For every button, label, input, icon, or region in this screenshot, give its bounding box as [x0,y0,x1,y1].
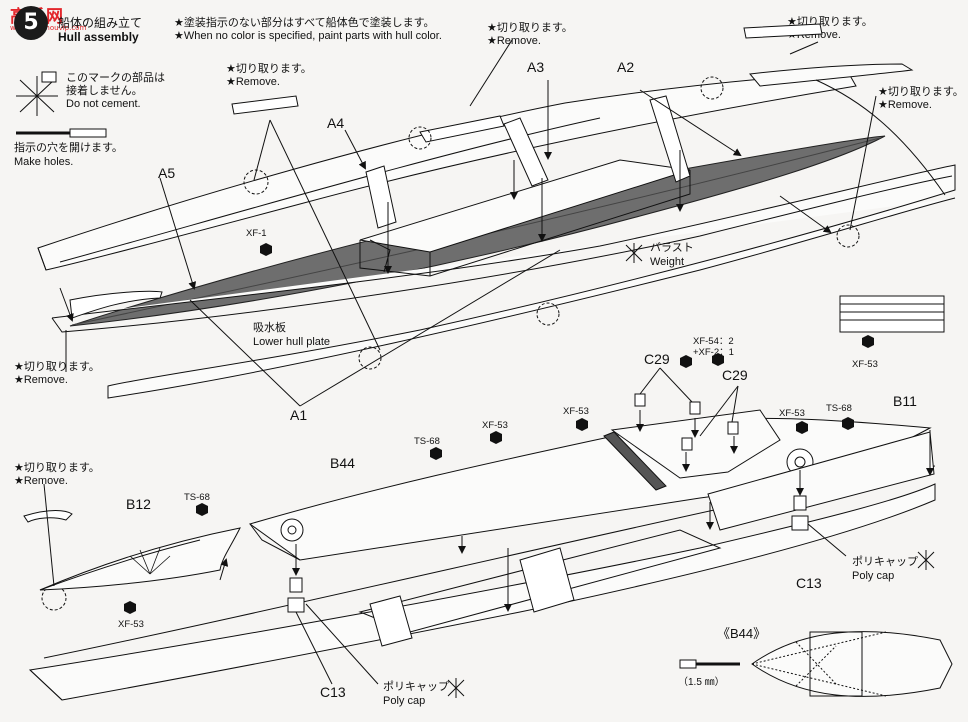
lower-hull-label-en: Lower hull plate [253,336,331,348]
paint-label-xf53: XF-53 [482,420,508,431]
paint-label-ts68: TS-68 [414,436,440,447]
paint-label-xf53: XF-53 [852,359,878,370]
part-label-b11: B11 [893,393,917,409]
paint-label-ts68: TS-68 [184,492,210,503]
remove-note-en: ★Remove. [14,475,68,487]
paint-note-jp: ★塗装指示のない部分はすべて船体色で塗装します。 [174,17,435,29]
part-label-c29: C29 [644,351,670,367]
hull-half-a1 [51,164,956,399]
part-label-a5: A5 [158,165,176,181]
watermark-url: www.gaoshouvip.com [10,24,87,32]
weight-label-en: Weight [650,256,685,268]
polycap-label-jp: ポリキャップ [383,681,449,693]
hull-half-a5 [37,71,857,271]
bow-deck-b12 [39,527,241,591]
paint-label-xf53: XF-53 [779,408,805,419]
no-cement-mark-icon [447,243,935,698]
polycap-label-en: Poly cap [383,695,426,707]
paint-label-ts68: TS-68 [826,403,852,414]
polycap-label-jp: ポリキャップ [852,556,918,568]
remove-note-jp: ★切り取ります。 [14,462,100,474]
part-label-c13: C13 [320,684,346,700]
paint-note-en: ★When no color is specified, paint parts… [174,30,442,42]
part-label-c29: C29 [722,367,748,383]
weight-label-jp: バラスト [650,242,694,254]
polycap-label-en: Poly cap [852,570,895,582]
no-cement-note-jp-2: 接着しません。 [66,85,143,97]
paint-mix-2: +XF-2：1 [693,347,734,358]
remove-note-en: ★Remove. [878,99,932,111]
no-cement-icon [16,71,58,116]
no-cement-note-jp-1: このマークの部品は [66,72,165,84]
paint-label-xf53: XF-53 [563,406,589,417]
remove-note-jp: ★切り取ります。 [14,361,100,373]
part-label-a4: A4 [327,115,345,131]
paint-mix-1: XF-54：2 [693,336,734,347]
part-label-a1: A1 [290,407,308,423]
part-label-b12: B12 [126,496,151,512]
step-number-badge [14,6,48,40]
section-title-en: Hull assembly [58,30,139,44]
drill-size-label: （1.5 ㎜） [678,677,725,688]
main-deck-b44 [248,417,932,561]
part-label-c13: C13 [796,575,822,591]
remove-note-en: ★Remove. [487,35,541,47]
make-holes-note-jp: 指示の穴を開けます。 [14,142,123,154]
part-label-a3: A3 [527,59,545,75]
no-cement-note-en: Do not cement. [66,98,141,110]
part-label-a2: A2 [617,59,635,75]
remove-note-en: ★Remove. [226,76,280,88]
b44-inset-drawing [751,631,953,697]
b44-inset-label: 《B44》 [717,626,767,641]
section-title-jp: 船体の組み立て [58,16,143,30]
remove-note-jp: ★切り取ります。 [487,22,573,34]
part-label-b44: B44 [330,455,355,471]
remove-note-jp: ★切り取ります。 [226,63,312,75]
paint-label-xf53: XF-53 [118,619,144,630]
drill-icon [16,128,107,138]
remove-note-en: ★Remove. [14,374,68,386]
step-number: 5 [23,10,39,35]
paint-label-xf1: XF-1 [246,228,267,239]
bulkhead-a3 [503,117,549,187]
remove-note-jp: ★切り取ります。 [878,86,964,98]
lower-hull-label-jp: 吸水板 [253,322,286,334]
make-holes-note-en: Make holes. [14,156,74,168]
